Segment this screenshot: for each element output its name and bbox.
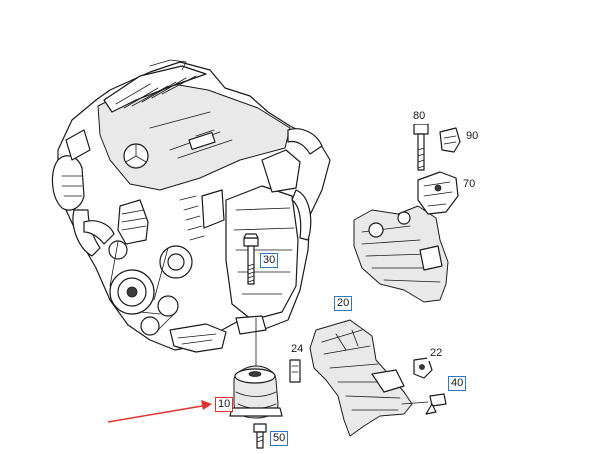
callout-80: 80 [410, 109, 429, 124]
callout-40: 40 [448, 376, 467, 391]
callout-50: 50 [270, 431, 289, 446]
part-70-bracket [417, 171, 459, 215]
callout-70: 70 [460, 177, 479, 192]
part-50-bolt [253, 423, 267, 449]
callout-22: 22 [427, 346, 446, 361]
callout-30: 30 [260, 253, 279, 268]
part-90-clip [439, 127, 461, 153]
engine-block-illustration [51, 59, 331, 353]
part-10-engine-mount [229, 365, 283, 419]
callout-24: 24 [288, 342, 307, 357]
callout-90: 90 [463, 129, 482, 144]
callout-20: 20 [334, 296, 353, 311]
pointer-arrow [107, 400, 212, 423]
callout-10: 10 [215, 397, 234, 412]
part-22-bracket [413, 357, 433, 379]
part-40-bolt [401, 393, 447, 415]
part-30-bolt [243, 233, 259, 285]
part-80-bolt [413, 123, 429, 171]
part-20-heat-shield [309, 319, 413, 437]
part-24-clip [289, 359, 301, 383]
engine-support-bracket [353, 205, 449, 303]
